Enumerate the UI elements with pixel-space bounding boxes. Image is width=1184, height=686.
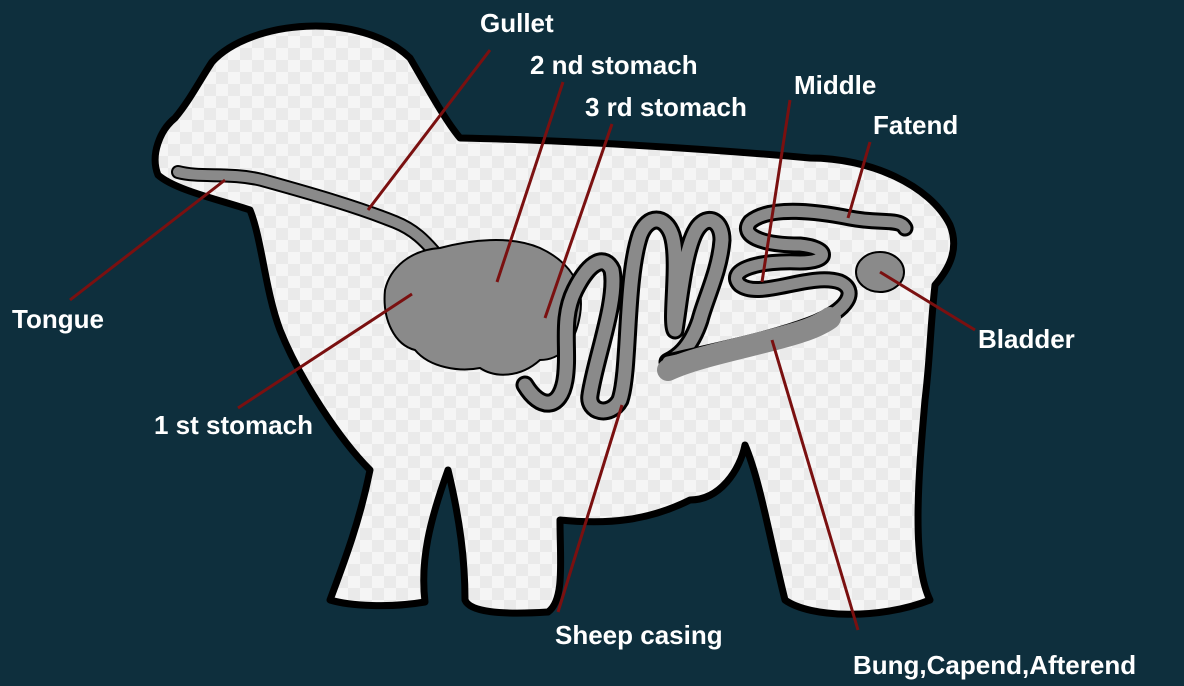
label-middle: Middle <box>794 70 876 100</box>
label-bladder: Bladder <box>978 324 1075 354</box>
label-tongue: Tongue <box>12 304 104 334</box>
label-sheep-casing: Sheep casing <box>555 620 723 650</box>
leader-line-tongue <box>70 180 225 300</box>
label-fatend: Fatend <box>873 110 958 140</box>
label-first-stomach: 1 st stomach <box>154 410 313 440</box>
label-bung: Bung,Capend,Afterend <box>853 650 1136 680</box>
label-gullet: Gullet <box>480 8 554 38</box>
label-second-stomach: 2 nd stomach <box>530 50 698 80</box>
label-third-stomach: 3 rd stomach <box>585 92 747 122</box>
